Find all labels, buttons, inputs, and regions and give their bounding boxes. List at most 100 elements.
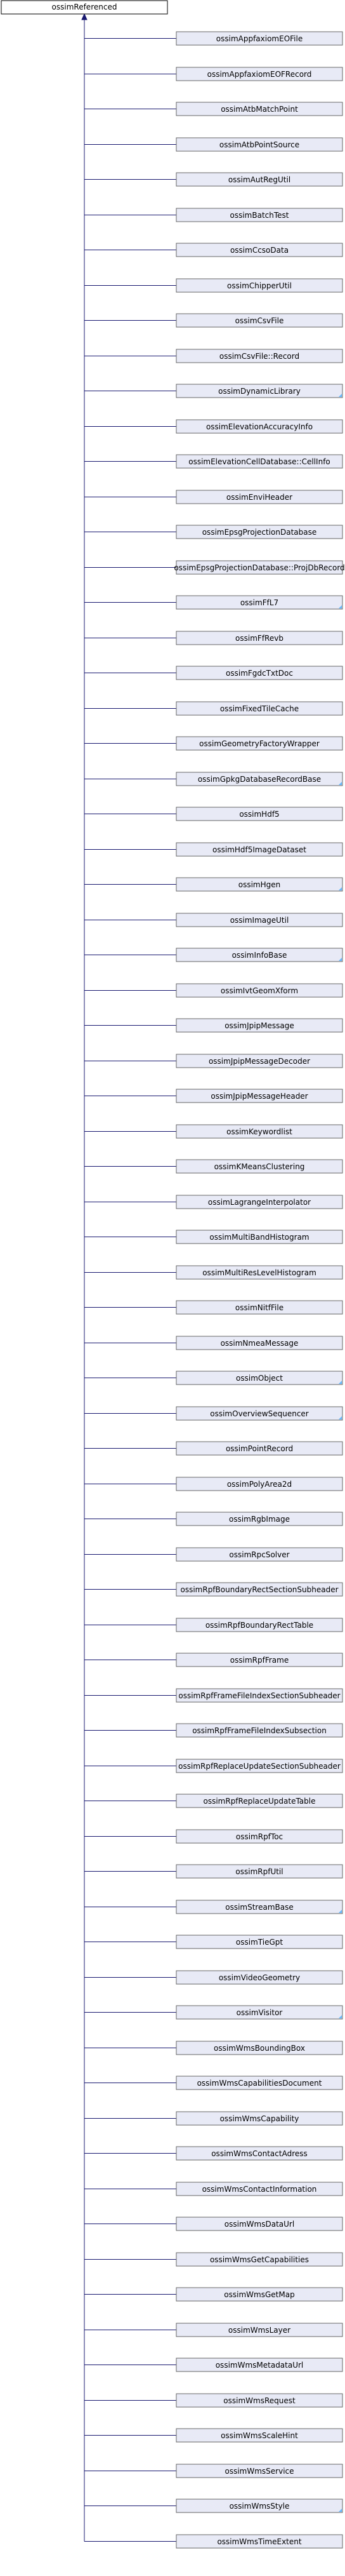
more-indicator-icon <box>339 958 342 961</box>
class-node[interactable]: ossimGeometryFactoryWrapper <box>176 736 343 751</box>
class-node[interactable]: ossimWmsGetCapabilities <box>176 2252 343 2267</box>
class-node[interactable]: ossimVideoGeometry <box>176 1970 343 1985</box>
class-node[interactable]: ossimHdf5ImageDataset <box>176 842 343 857</box>
class-node[interactable]: ossimEpsgProjectionDatabase::ProjDbRecor… <box>174 560 345 575</box>
class-node-label: ossimFfL7 <box>240 598 278 607</box>
class-node[interactable]: ossimEpsgProjectionDatabase <box>176 525 343 539</box>
class-node-box <box>176 1300 343 1315</box>
class-node[interactable]: ossimWmsTimeExtent <box>176 2534 343 2549</box>
class-node[interactable]: ossimJpipMessage <box>176 1018 343 1033</box>
class-node[interactable]: ossimGpkgDatabaseRecordBase <box>176 772 343 786</box>
class-node[interactable]: ossimImageUtil <box>176 913 343 927</box>
class-node[interactable]: ossimFfRevb <box>176 631 343 645</box>
class-node[interactable]: ossimJpipMessageDecoder <box>176 1054 343 1068</box>
class-node[interactable]: ossimElevationAccuracyInfo <box>176 419 343 434</box>
class-node[interactable]: ossimElevationCellDatabase::CellInfo <box>176 454 343 469</box>
class-node-label: ossimWmsService <box>225 2467 294 2476</box>
class-node[interactable]: ossimWmsService <box>176 2464 343 2478</box>
class-node-label: ossimWmsTimeExtent <box>217 2537 301 2546</box>
class-node[interactable]: ossimWmsGetMap <box>176 2287 343 2302</box>
class-node[interactable]: ossimAtbMatchPoint <box>176 102 343 116</box>
class-node-box <box>176 1794 343 1808</box>
class-node-label: ossimRpfBoundaryRectSectionSubheader <box>180 1585 338 1594</box>
class-node-label: ossimPointRecord <box>226 1444 293 1453</box>
class-node[interactable]: ossimWmsDataUrl <box>176 2217 343 2231</box>
class-node-label: ossimWmsRequest <box>223 2396 296 2405</box>
class-node[interactable]: ossimFixedTileCache <box>176 701 343 716</box>
class-node[interactable]: ossimAppfaxiomEOFRecord <box>176 67 343 81</box>
class-node-label: ossimCcsoData <box>230 246 289 255</box>
class-node[interactable]: ossimWmsRequest <box>176 2393 343 2408</box>
class-node[interactable]: ossimAppfaxiomEOFile <box>176 31 343 46</box>
class-node[interactable]: ossimWmsLayer <box>176 2323 343 2337</box>
class-node[interactable]: ossimMultiResLevelHistogram <box>176 1265 343 1280</box>
class-node[interactable]: ossimJpipMessageHeader <box>176 1089 343 1103</box>
class-node[interactable]: ossimPolyArea2d <box>176 1477 343 1491</box>
class-node[interactable]: ossimEnviHeader <box>176 490 343 504</box>
class-node[interactable]: ossimWmsStyle <box>176 2499 343 2513</box>
class-node[interactable]: ossimRpfBoundaryRectSectionSubheader <box>176 1582 343 1597</box>
root-node-box <box>1 0 168 15</box>
class-node-box <box>176 1406 343 1421</box>
class-node[interactable]: ossimHgen <box>176 877 343 892</box>
class-node[interactable]: ossimKMeansClustering <box>176 1159 343 1174</box>
class-node[interactable]: ossimRpfFrameFileIndexSubsection <box>176 1723 343 1738</box>
class-node-label: ossimOverviewSequencer <box>210 1409 309 1418</box>
class-node[interactable]: ossimWmsContactInformation <box>176 2182 343 2196</box>
class-node[interactable]: ossimWmsBoundingBox <box>176 2041 343 2055</box>
class-node[interactable]: ossimDynamicLibrary <box>176 384 343 398</box>
class-node-label: ossimElevationAccuracyInfo <box>206 422 313 431</box>
class-node-label: ossimAppfaxiomEOFile <box>216 34 303 43</box>
class-node[interactable]: ossimAtbPointSource <box>176 137 343 152</box>
class-node[interactable]: ossimNmeaMessage <box>176 1336 343 1350</box>
class-node-label: ossimGpkgDatabaseRecordBase <box>198 775 321 784</box>
class-node-box <box>176 595 343 610</box>
class-node[interactable]: ossimTieGpt <box>176 1935 343 1949</box>
class-node[interactable]: ossimInfoBase <box>176 948 343 962</box>
class-node[interactable]: ossimFgdcTxtDoc <box>176 666 343 680</box>
class-node[interactable]: ossimWmsCapability <box>176 2111 343 2126</box>
class-node[interactable]: ossimWmsCapabilitiesDocument <box>176 2076 343 2090</box>
class-node[interactable]: ossimHdf5 <box>176 807 343 821</box>
class-node[interactable]: ossimCcsoData <box>176 243 343 257</box>
class-node-label: ossimJpipMessage <box>225 1021 294 1030</box>
class-node-box <box>176 736 343 751</box>
class-node-label: ossimAppfaxiomEOFRecord <box>207 70 312 79</box>
root-node-label: ossimReferenced <box>52 3 117 11</box>
class-node[interactable]: ossimRpfFrameFileIndexSectionSubheader <box>176 1688 343 1703</box>
class-node[interactable]: ossimRpcSolver <box>176 1547 343 1562</box>
class-node-label: ossimWmsCapability <box>220 2114 299 2123</box>
class-node[interactable]: ossimRpfReplaceUpdateSectionSubheader <box>176 1759 343 1773</box>
class-node[interactable]: ossimBatchTest <box>176 208 343 222</box>
class-node[interactable]: ossimChipperUtil <box>176 278 343 293</box>
class-node[interactable]: ossimKeywordlist <box>176 1124 343 1139</box>
class-node[interactable]: ossimObject <box>176 1371 343 1385</box>
class-node[interactable]: ossimLagrangeInterpolator <box>176 1195 343 1209</box>
class-node[interactable]: ossimRgbImage <box>176 1512 343 1526</box>
class-node[interactable]: ossimRpfFrame <box>176 1653 343 1667</box>
class-node-label: ossimKeywordlist <box>226 1127 292 1136</box>
class-node[interactable]: ossimMultiBandHistogram <box>176 1230 343 1244</box>
class-node-box <box>176 2393 343 2408</box>
class-node[interactable]: ossimCsvFile <box>176 313 343 328</box>
class-node[interactable]: ossimCsvFile::Record <box>176 349 343 363</box>
class-node[interactable]: ossimNitfFile <box>176 1300 343 1315</box>
class-node[interactable]: ossimVisitor <box>176 2005 343 2020</box>
class-node[interactable]: ossimRpfUtil <box>176 1864 343 1879</box>
class-node[interactable]: ossimAutRegUtil <box>176 172 343 187</box>
root-node[interactable]: ossimReferenced <box>1 0 168 15</box>
class-node-label: ossimFgdcTxtDoc <box>226 669 293 678</box>
class-node-box <box>176 1618 343 1632</box>
class-node[interactable]: ossimRpfToc <box>176 1829 343 1844</box>
class-node-label: ossimPolyArea2d <box>227 1480 292 1489</box>
class-node[interactable]: ossimWmsScaleHint <box>176 2428 343 2443</box>
class-node[interactable]: ossimRpfReplaceUpdateTable <box>176 1794 343 1808</box>
class-node[interactable]: ossimPointRecord <box>176 1441 343 1456</box>
class-node[interactable]: ossimWmsContactAdress <box>176 2146 343 2161</box>
class-node[interactable]: ossimStreamBase <box>176 1900 343 1914</box>
class-node[interactable]: ossimIvtGeomXform <box>176 983 343 998</box>
class-node[interactable]: ossimWmsMetadataUrl <box>176 2358 343 2372</box>
class-node[interactable]: ossimOverviewSequencer <box>176 1406 343 1421</box>
class-node[interactable]: ossimRpfBoundaryRectTable <box>176 1618 343 1632</box>
class-node[interactable]: ossimFfL7 <box>176 595 343 610</box>
